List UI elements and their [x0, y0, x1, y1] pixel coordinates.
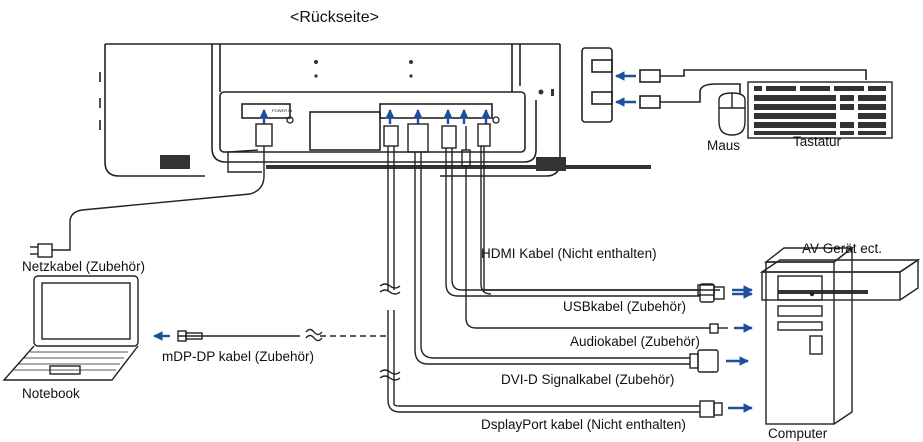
dvi-connector: [689, 349, 719, 373]
usb-connector: [697, 284, 715, 296]
power-cable-label: Netzkabel (Zubehör): [22, 259, 146, 274]
cable-break-marks: [305, 283, 401, 381]
usb-cable-label: USBkabel (Zubehör): [563, 299, 687, 314]
audio-cable-label: Audiokabel (Zubehör): [570, 334, 700, 349]
computer-tower-icon: [763, 246, 855, 425]
dvi-cable-label: DVI-D Signalkabel (Zubehör): [501, 372, 675, 387]
monitor-rear: [99, 43, 651, 177]
notebook-label: Notebook: [22, 386, 80, 401]
power-in-port-label: POWER IN: [272, 108, 292, 113]
output-arrows: [726, 285, 753, 413]
mdp-cable: [177, 330, 300, 342]
power-plug-icon: [30, 243, 53, 258]
audio-connector: [709, 323, 728, 334]
hub-arrows: [615, 71, 636, 107]
notebook-icon: [2, 275, 139, 381]
diagram-title: <Rückseite>: [290, 9, 379, 26]
keyboard-icon: [747, 81, 893, 139]
mouse-icon: [718, 92, 746, 136]
usb-hub: [581, 47, 867, 123]
computer-label: Computer: [768, 426, 828, 441]
av-device-icon: [759, 258, 921, 301]
dp-cable-label: DsplayPort kabel (Nicht enthalten): [481, 417, 686, 432]
hdmi-connector: [699, 283, 725, 303]
cables: [52, 123, 720, 413]
mdp-cable-label: mDP-DP kabel (Zubehör): [162, 349, 315, 364]
mouse-label: Maus: [707, 138, 741, 153]
dp-connector: [699, 400, 723, 418]
av-device-label: AV Gerät ect.: [802, 241, 883, 256]
hdmi-cable-label: HDMI Kabel (Nicht enthalten): [481, 246, 657, 261]
port-arrows: [259, 109, 491, 124]
keyboard-label: Tastatur: [793, 134, 842, 149]
